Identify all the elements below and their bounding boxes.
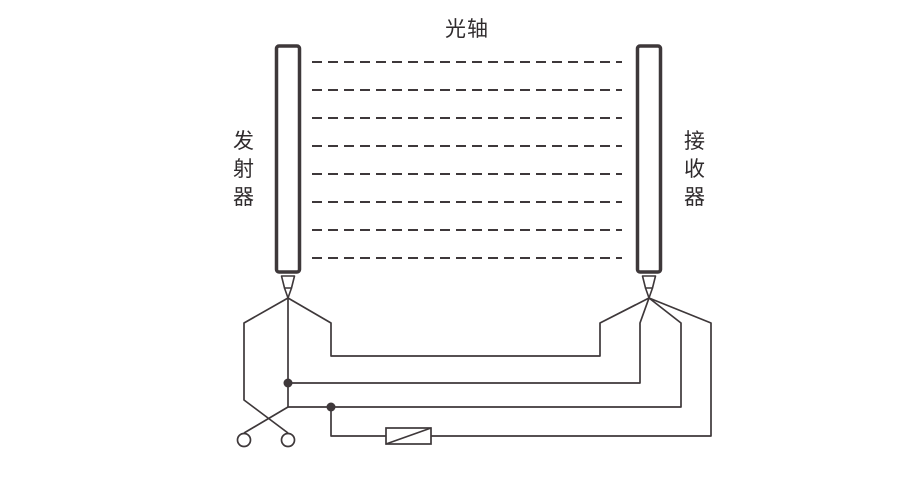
transmitter-left-wire: [243, 297, 289, 434]
transmitter-connector: [280, 275, 296, 289]
load-return-wire: [431, 297, 712, 437]
common-wire: [288, 297, 650, 384]
sync-wire: [287, 297, 650, 357]
terminal-circle-left: [236, 432, 252, 448]
load-symbol: [385, 427, 432, 445]
transmitter-bar: [274, 44, 302, 274]
wiring: [243, 297, 712, 437]
receiver-connector-funnel: [644, 287, 654, 299]
receiver-bar: [635, 44, 663, 274]
receiver-connector: [641, 275, 657, 289]
junction-dot: [283, 378, 293, 388]
transmitter-label: 发射器: [233, 130, 255, 209]
optical-axis-label: 光轴: [445, 18, 489, 41]
transmitter-connector-funnel: [283, 287, 293, 299]
cross-wire: [243, 406, 289, 434]
optical-axis-beams: [312, 61, 622, 259]
supply-rail-wire: [288, 297, 682, 408]
load-branch-wire: [330, 407, 386, 437]
terminal-circle-right: [280, 432, 296, 448]
receiver-label: 接收器: [684, 130, 706, 209]
junction-dot: [326, 402, 336, 412]
